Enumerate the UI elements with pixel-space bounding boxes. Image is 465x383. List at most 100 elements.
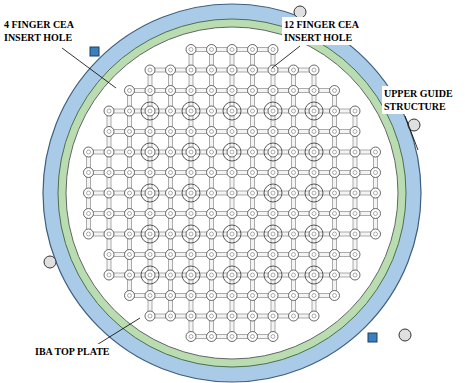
- four-finger-hole: [145, 168, 155, 178]
- hole-center: [210, 109, 214, 113]
- hole-center: [333, 171, 337, 175]
- leader-line: [405, 116, 418, 150]
- four-finger-hole: [268, 291, 278, 301]
- twelve-finger-hole: [223, 225, 241, 243]
- four-finger-hole: [227, 127, 237, 137]
- hole-center: [374, 171, 378, 175]
- hole-center: [251, 273, 255, 277]
- hole-center: [353, 253, 357, 257]
- hole-center: [374, 232, 378, 236]
- hole-center: [210, 89, 214, 93]
- four-finger-hole: [268, 106, 278, 116]
- hole-center: [271, 232, 275, 236]
- hole-center: [251, 335, 255, 339]
- hole-center: [292, 191, 296, 195]
- hole-center: [107, 191, 111, 195]
- hole-center: [312, 130, 316, 134]
- cea-hole-grid: [84, 45, 381, 342]
- hole-center: [292, 273, 296, 277]
- four-finger-hole: [166, 188, 176, 198]
- hole-center: [292, 171, 296, 175]
- twelve-finger-hole: [223, 102, 241, 120]
- hole-center: [271, 191, 275, 195]
- hole-center: [374, 150, 378, 154]
- four-finger-hole: [289, 86, 299, 96]
- twelve-finger-hole: [264, 102, 282, 120]
- four-finger-hole: [227, 65, 237, 75]
- hole-center: [169, 191, 173, 195]
- four-finger-hole: [330, 291, 340, 301]
- four-finger-hole: [330, 147, 340, 157]
- four-finger-hole: [350, 106, 360, 116]
- four-finger-hole: [84, 188, 94, 198]
- four-finger-hole: [289, 106, 299, 116]
- four-finger-hole: [186, 311, 196, 321]
- hole-center: [251, 232, 255, 236]
- hole-center: [87, 171, 91, 175]
- four-finger-hole: [84, 229, 94, 239]
- hole-center: [128, 109, 132, 113]
- hole-center: [374, 191, 378, 195]
- hole-center: [312, 253, 316, 257]
- four-finger-hole: [350, 209, 360, 219]
- four-finger-hole: [371, 209, 381, 219]
- four-finger-hole: [145, 291, 155, 301]
- hole-center: [128, 294, 132, 298]
- hole-center: [189, 314, 193, 318]
- four-finger-hole: [268, 86, 278, 96]
- four-finger-hole: [166, 270, 176, 280]
- four-finger-hole: [125, 291, 135, 301]
- four-finger-hole: [145, 311, 155, 321]
- hole-center: [128, 253, 132, 257]
- four-finger-hole: [289, 127, 299, 137]
- hole-center: [251, 171, 255, 175]
- four-finger-hole: [207, 209, 217, 219]
- hole-center: [148, 273, 152, 277]
- four-finger-hole: [186, 86, 196, 96]
- hole-center: [312, 68, 316, 72]
- four-finger-hole: [125, 188, 135, 198]
- four-finger-hole: [289, 291, 299, 301]
- twelve-finger-hole: [305, 102, 323, 120]
- hole-center: [148, 212, 152, 216]
- hole-center: [128, 89, 132, 93]
- four-finger-hole: [145, 209, 155, 219]
- four-finger-hole: [330, 86, 340, 96]
- four-finger-hole: [330, 250, 340, 260]
- hole-center: [189, 68, 193, 72]
- four-finger-hole: [330, 127, 340, 137]
- hole-center: [251, 150, 255, 154]
- hole-center: [312, 212, 316, 216]
- four-finger-hole: [227, 106, 237, 116]
- twelve-finger-hole: [223, 143, 241, 161]
- twelve-finger-hole: [141, 143, 159, 161]
- hole-center: [312, 171, 316, 175]
- four-finger-hole: [268, 332, 278, 342]
- four-finger-hole: [268, 311, 278, 321]
- four-finger-hole: [330, 168, 340, 178]
- hole-center: [169, 68, 173, 72]
- four-finger-hole: [104, 168, 114, 178]
- four-finger-hole: [207, 250, 217, 260]
- four-finger-hole: [268, 127, 278, 137]
- four-finger-hole: [145, 188, 155, 198]
- four-finger-hole: [248, 45, 258, 55]
- hole-center: [210, 48, 214, 52]
- four-finger-hole: [309, 250, 319, 260]
- four-finger-hole: [207, 45, 217, 55]
- hole-center: [353, 212, 357, 216]
- four-finger-hole: [227, 270, 237, 280]
- four-finger-hole: [268, 270, 278, 280]
- hole-center: [189, 273, 193, 277]
- four-finger-hole: [289, 65, 299, 75]
- four-finger-hole: [207, 311, 217, 321]
- four-finger-hole: [309, 65, 319, 75]
- hole-center: [148, 253, 152, 257]
- hole-center: [169, 273, 173, 277]
- four-finger-hole: [166, 106, 176, 116]
- hole-center: [292, 109, 296, 113]
- hole-center: [230, 109, 234, 113]
- hole-center: [169, 130, 173, 134]
- hole-center: [169, 212, 173, 216]
- hole-center: [169, 314, 173, 318]
